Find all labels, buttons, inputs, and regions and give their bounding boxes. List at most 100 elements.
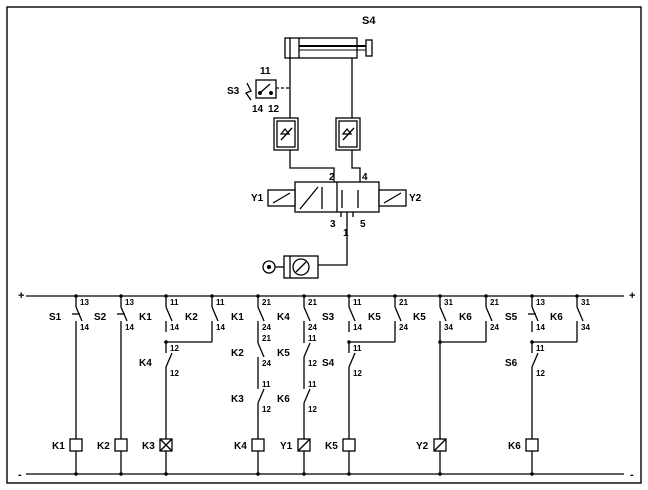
contact-pin-top: 13 [536,298,545,307]
contact-name: S5 [505,312,518,323]
minus-rail-label-right: - [630,469,634,481]
limit-switch-pin-right: 12 [268,104,280,115]
double-acting-cylinder [284,37,373,64]
contact-pin-top: 11 [262,380,271,389]
contact-blade [348,352,356,368]
valve-port-exhaust-left: 3 [330,219,336,230]
contact-name: K1 [139,312,152,323]
contact-pin-top: 31 [444,298,453,307]
plus-rail-label-left: + [18,290,24,302]
solenoid-valve-5-2 [267,181,407,217]
valve-port-supply: 1 [343,228,349,239]
contact-pin-bottom: 12 [262,405,271,414]
contact-blade [531,352,539,368]
junction-dot [119,472,123,476]
contact-pin-bottom: 12 [353,369,362,378]
contact-name: S6 [505,358,518,369]
solenoid-mark [433,438,447,452]
contact-name: S3 [322,312,335,323]
contact-pin-bottom: 12 [308,405,317,414]
limit-switch-pin-left: 14 [252,104,264,115]
contact-name: K2 [185,312,198,323]
relay-coil [114,438,128,452]
contact-name: K6 [277,394,290,405]
relay-coil [342,438,356,452]
contact-pin-top: 21 [262,298,271,307]
coil-x [159,438,173,452]
contact-pin-bottom: 24 [262,359,271,368]
contact-pin-bottom: 14 [536,323,545,332]
contact-blade [257,342,265,358]
contact-name: S4 [322,358,335,369]
contact-blade [303,342,311,358]
contact-name: K3 [231,394,244,405]
contact-blade [485,306,493,322]
contact-pin-bottom: 14 [216,323,225,332]
air-service-unit [262,255,319,279]
contact-pin-bottom: 24 [262,323,271,332]
contact-name: K4 [139,358,152,369]
diagram-frame [6,6,642,484]
contact-name: S2 [94,312,107,323]
contact-pin-top: 31 [581,298,590,307]
contact-pin-top: 11 [170,298,179,307]
contact-name: K5 [413,312,426,323]
contact-name: K2 [231,348,244,359]
contact-blade [394,306,402,322]
junction-dot [347,472,351,476]
pneumatic-section: S4 S3 11 14 12 [227,15,422,279]
junction-dot [302,472,306,476]
contact-name: K4 [277,312,290,323]
contact-pin-bottom: 34 [581,323,590,332]
coil-name: K3 [142,441,155,452]
junction-dot [438,472,442,476]
relay-coil [69,438,83,452]
relay-coil [525,438,539,452]
coil-name: Y1 [280,441,293,452]
contact-pin-bottom: 12 [170,369,179,378]
contact-blade [257,306,265,322]
junction-dot [530,472,534,476]
contact-pin-top: 21 [262,334,271,343]
contact-pin-bottom: 14 [125,323,134,332]
plus-rail-label-right: + [629,290,635,302]
contact-pin-top: 13 [125,298,134,307]
contact-pin-bottom: 24 [490,323,499,332]
valve-port-exhaust-right: 5 [360,219,366,230]
contact-pin-top: 21 [308,298,317,307]
coil-name: K6 [508,441,521,452]
contact-blade [303,388,311,404]
coil-name: K2 [97,441,110,452]
contact-blade [348,306,356,322]
contact-name: K1 [231,312,244,323]
contact-pin-bottom: 14 [80,323,89,332]
contact-blade [439,306,447,322]
coil-name: K1 [52,441,65,452]
coil-name: Y2 [416,441,429,452]
limit-switch-name: S3 [227,86,240,97]
limit-switch-s3 [244,79,290,101]
flow-control-right [335,117,361,151]
contact-pin-bottom: 14 [353,323,362,332]
coil-name: K5 [325,441,338,452]
limit-switch-pin-top: 11 [260,66,271,77]
minus-rail-label-left: - [18,469,22,481]
solenoid-mark [297,438,311,452]
contact-pin-top: 12 [170,344,179,353]
contact-pin-bottom: 12 [536,369,545,378]
contact-pin-top: 11 [353,298,362,307]
contact-name: K5 [277,348,290,359]
junction-dot [164,472,168,476]
contact-name: S1 [49,312,62,323]
flow-control-left [273,117,299,151]
contact-blade [165,352,173,368]
contact-pin-top: 11 [308,380,317,389]
contact-pin-bottom: 12 [308,359,317,368]
contact-name: K6 [459,312,472,323]
contact-pin-bottom: 24 [399,323,408,332]
contact-pin-top: 11 [216,298,225,307]
contact-blade [257,388,265,404]
contact-blade [576,306,584,322]
contact-pin-bottom: 14 [170,323,179,332]
